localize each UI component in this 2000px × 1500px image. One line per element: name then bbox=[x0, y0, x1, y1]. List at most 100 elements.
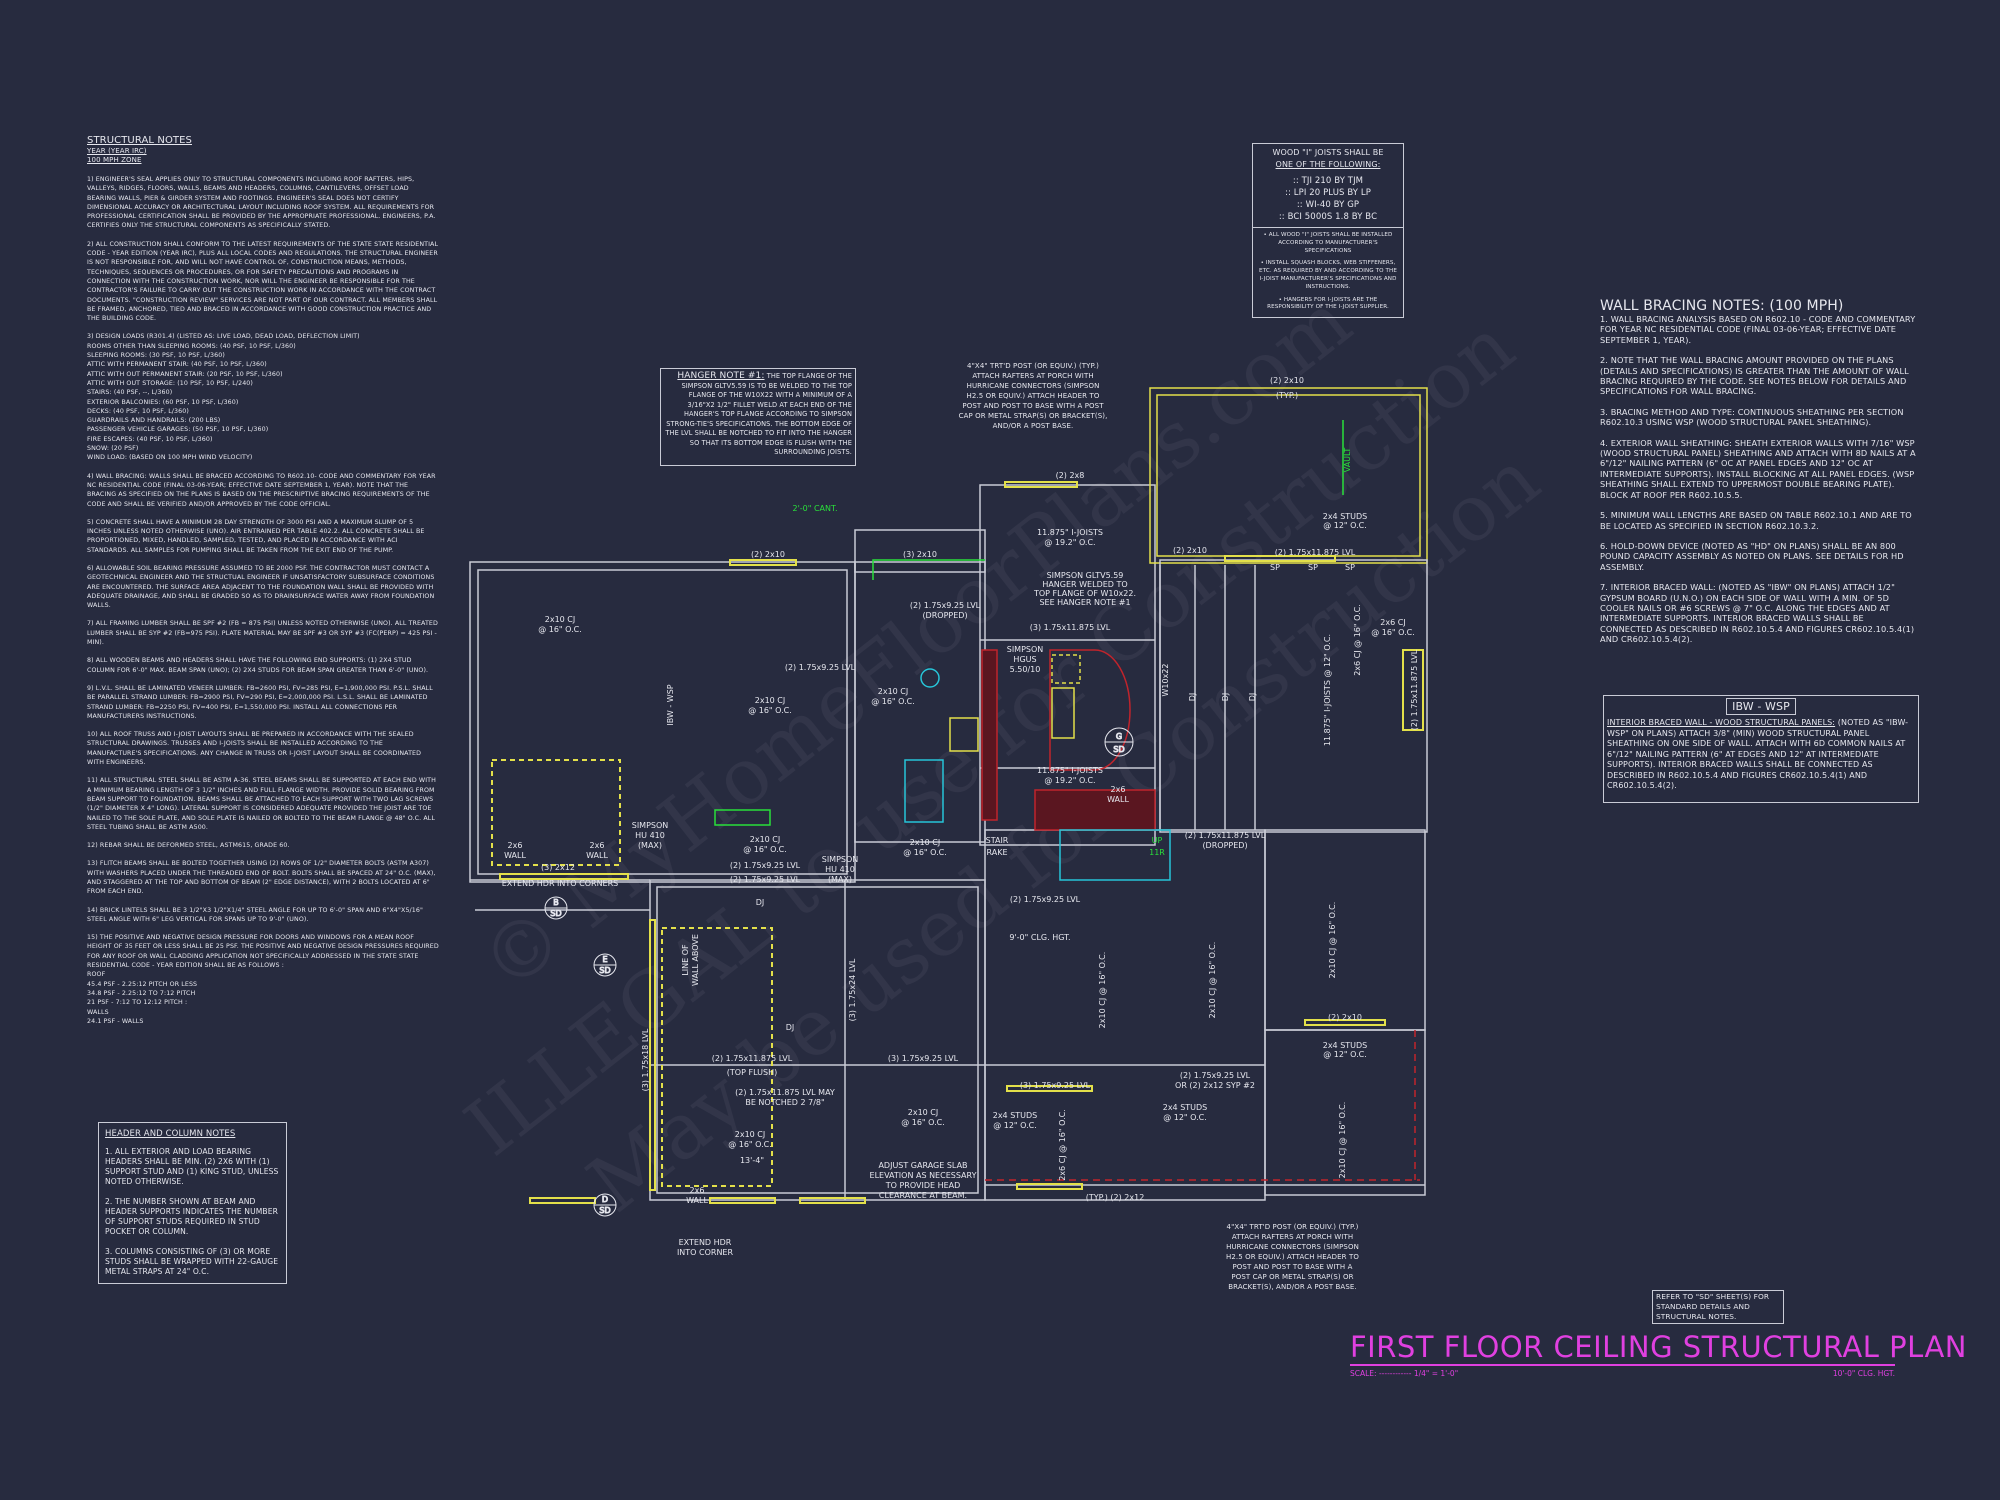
title-block: FIRST FLOOR CEILING STRUCTURAL PLAN SCAL… bbox=[1350, 1330, 1966, 1378]
structural-notes-year: YEAR (YEAR IRC) bbox=[87, 147, 147, 155]
plan-label: @ 19.2" O.C. bbox=[1044, 538, 1095, 547]
note-item: 1) ENGINEER'S SEAL APPLIES ONLY TO STRUC… bbox=[87, 176, 436, 230]
plan-label: (2) 1.75x9.25 LVL bbox=[1180, 1071, 1251, 1080]
ibw-wsp-text: (NOTED AS "IBW-WSP" ON PLANS) ATTACH 3/8… bbox=[1607, 718, 1909, 790]
plan-label: SIMPSON bbox=[632, 821, 669, 830]
section-marker-g: GSD bbox=[1104, 727, 1134, 757]
note-item: 15) THE POSITIVE AND NEGATIVE DESIGN PRE… bbox=[87, 934, 439, 1025]
i-joist-notes-box: WOOD "I" JOISTS SHALL BE ONE OF THE FOLL… bbox=[1252, 143, 1404, 318]
porch-post-note-top: 4"x4" TRT'D POST (OR EQUIV.) (TYP.) ATTA… bbox=[958, 362, 1108, 430]
plan-label: (TYP.) bbox=[1276, 391, 1298, 400]
plan-label: 2x10 CJ bbox=[878, 687, 909, 696]
plan-label: WALL ABOVE bbox=[691, 934, 700, 986]
plan-label: @ 16" O.C. bbox=[901, 1118, 945, 1127]
plan-label: (TYP.) (2) 2x12 bbox=[1086, 1193, 1145, 1202]
plan-label: (2) 2x8 bbox=[1056, 471, 1085, 480]
plan-label: (3) 1.75x11.875 LVL bbox=[1030, 623, 1111, 632]
plan-label: 2x4 STUDS bbox=[1323, 1041, 1368, 1050]
section-marker-d: DSD bbox=[593, 1193, 617, 1217]
wall-bracing-list: 1. WALL BRACING ANALYSIS BASED ON R602.1… bbox=[1600, 314, 1918, 645]
header-column-notes-title: HEADER AND COLUMN NOTES bbox=[105, 1129, 236, 1139]
wall-bracing-notes: WALL BRACING NOTES: (100 MPH) 1. WALL BR… bbox=[1600, 298, 1918, 655]
plan-label: (3) 2x10 bbox=[903, 550, 937, 559]
plan-label: 2x10 CJ bbox=[750, 835, 781, 844]
svg-text:SD: SD bbox=[599, 1206, 610, 1215]
plan-label: 2'-0" CANT. bbox=[792, 504, 837, 513]
plan-scale: SCALE: ------------ 1/4" = 1'-0" bbox=[1350, 1369, 1459, 1378]
plan-label: (DROPPED) bbox=[1202, 841, 1247, 850]
note-item: :: BCI 5000s 1.8 BY BC bbox=[1278, 212, 1378, 222]
structural-notes: STRUCTURAL NOTES YEAR (YEAR IRC) 100 mph… bbox=[87, 135, 439, 1035]
note-item: 1. WALL BRACING ANALYSIS BASED ON R602.1… bbox=[1600, 314, 1916, 345]
plan-label: STAIR bbox=[986, 836, 1009, 845]
refer-sd-note: REFER TO "SD" SHEET(S) FOR STANDARD DETA… bbox=[1652, 1290, 1784, 1324]
note-item: 4) WALL BRACING: WALLS SHALL BE BRACED A… bbox=[87, 472, 436, 508]
header-column-notes-list: 1. ALL EXTERIOR AND LOAD BEARING HEADERS… bbox=[105, 1147, 280, 1277]
plan-label: ELEVATION AS NECESSARY bbox=[870, 1171, 977, 1180]
plan-label: SP bbox=[1308, 563, 1318, 572]
note-item: 14) BRICK LINTELS SHALL BE 3 1/2"x3 1/2"… bbox=[87, 906, 423, 923]
note-item: 9) L.V.L. SHALL BE LAMINATED VENEER LUMB… bbox=[87, 684, 433, 720]
plan-label: (2) 2x10 bbox=[751, 550, 785, 559]
plan-label: (2) 1.75x9.25 LVL bbox=[910, 601, 981, 610]
plan-label: (2) 1.75x11.875 LVL bbox=[1275, 548, 1356, 557]
i-joist-install-notes: • ALL WOOD "I" JOISTS SHALL BE INSTALLED… bbox=[1253, 227, 1403, 312]
plan-label: WALL bbox=[686, 1196, 708, 1205]
note-item: 6. HOLD-DOWN DEVICE (NOTED AS "HD" ON PL… bbox=[1600, 540, 1904, 572]
plan-label: @ 16" O.C. bbox=[871, 697, 915, 706]
plan-label: INTO CORNER bbox=[677, 1248, 734, 1257]
plan-label: LINE OF bbox=[681, 944, 690, 976]
note-item: 5) CONCRETE SHALL HAVE A MINIMUM 28 DAY … bbox=[87, 518, 425, 554]
plan-label: (2) 1.75x9.25 LVL bbox=[1010, 895, 1081, 904]
note-item: 5. MINIMUM WALL LENGTHS ARE BASED ON TAB… bbox=[1600, 510, 1912, 531]
plan-label: 2x10 CJ @ 16" O.C. bbox=[1338, 1102, 1347, 1179]
hanger-note-text: THE TOP FLANGE OF THE SIMPSON GLTV5.59 I… bbox=[665, 372, 852, 456]
plan-label: (2) 1.75x11.875 LVL bbox=[1185, 831, 1266, 840]
plan-label: 11R bbox=[1149, 848, 1165, 857]
plan-label: (MAX) bbox=[828, 875, 852, 884]
plan-label: @ 12" O.C. bbox=[1163, 1113, 1207, 1122]
plan-label: 11.875" I-JOISTS @ 12" O.C. bbox=[1323, 634, 1332, 746]
plan-label: (3) 1.75x9.25 LVL bbox=[888, 1054, 959, 1063]
plan-label: 2x6 bbox=[590, 841, 605, 850]
section-marker-e: ESD bbox=[593, 953, 617, 977]
hanger-note-title: HANGER NOTE #1: bbox=[677, 371, 765, 381]
plan-label: @ 12" O.C. bbox=[1323, 521, 1367, 530]
plan-label: EXTEND HDR bbox=[679, 1238, 732, 1247]
plan-label: 11.875" I-JOISTS bbox=[1037, 766, 1103, 775]
plan-label: SP bbox=[1345, 563, 1355, 572]
plan-label: @ 16" O.C. bbox=[903, 848, 947, 857]
plan-label: DJ bbox=[786, 1023, 795, 1032]
note-item: 3. COLUMNS CONSISTING OF (3) OR MORE STU… bbox=[105, 1247, 279, 1276]
note-item: 7) ALL FRAMING LUMBER SHALL BE SPF #2 (F… bbox=[87, 620, 438, 647]
note-item: :: LPI 20 PLUS BY LP bbox=[1285, 188, 1371, 198]
i-joist-subtitle: ONE OF THE FOLLOWING: bbox=[1275, 159, 1381, 169]
plan-label: 2x6 CJ @ 16" O.C. bbox=[1353, 604, 1362, 676]
note-item: :: TJI 210 BY TJM bbox=[1292, 176, 1364, 186]
note-item: 8) ALL WOODEN BEAMS AND HEADERS SHALL HA… bbox=[87, 657, 429, 674]
plan-label: DJ bbox=[1188, 693, 1197, 702]
note-item: 2. NOTE THAT THE WALL BRACING AMOUNT PRO… bbox=[1600, 355, 1909, 397]
plan-label: SP bbox=[1270, 563, 1280, 572]
plan-label: (TOP FLUSH) bbox=[727, 1068, 777, 1077]
note-item: • HANGERS FOR I-JOISTS ARE THE RESPONSIB… bbox=[1267, 296, 1389, 311]
plan-label: WALL bbox=[586, 851, 608, 860]
plan-label: (3) 1.75x18 LVL bbox=[641, 1028, 650, 1091]
plan-label: 2x10 CJ bbox=[908, 1108, 939, 1117]
note-item: 3. BRACING METHOD AND TYPE: CONTINUOUS S… bbox=[1600, 406, 1904, 428]
svg-text:B: B bbox=[553, 898, 559, 907]
note-item: 7. INTERIOR BRACED WALL: (NOTED AS "IBW"… bbox=[1600, 582, 1915, 645]
plan-label: HU 410 bbox=[635, 831, 665, 840]
header-column-notes: HEADER AND COLUMN NOTES 1. ALL EXTERIOR … bbox=[98, 1122, 287, 1284]
plan-label: UP bbox=[1152, 836, 1163, 845]
beams-headers bbox=[491, 481, 1424, 1204]
plan-label: W10x22 bbox=[1161, 663, 1170, 696]
plan-label: DJ bbox=[1221, 693, 1230, 702]
note-item: 3) DESIGN LOADS (R301.4) (LISTED AS: LIV… bbox=[87, 333, 360, 462]
plan-label: @ 16" O.C. bbox=[748, 706, 792, 715]
hanger-note-box: HANGER NOTE #1: THE TOP FLANGE OF THE SI… bbox=[660, 368, 856, 466]
plan-label: 11.875" I-JOISTS bbox=[1037, 528, 1103, 537]
plan-label: OR (2) 2x12 SYP #2 bbox=[1175, 1081, 1255, 1090]
plan-label: IBW - WSP bbox=[666, 684, 675, 725]
